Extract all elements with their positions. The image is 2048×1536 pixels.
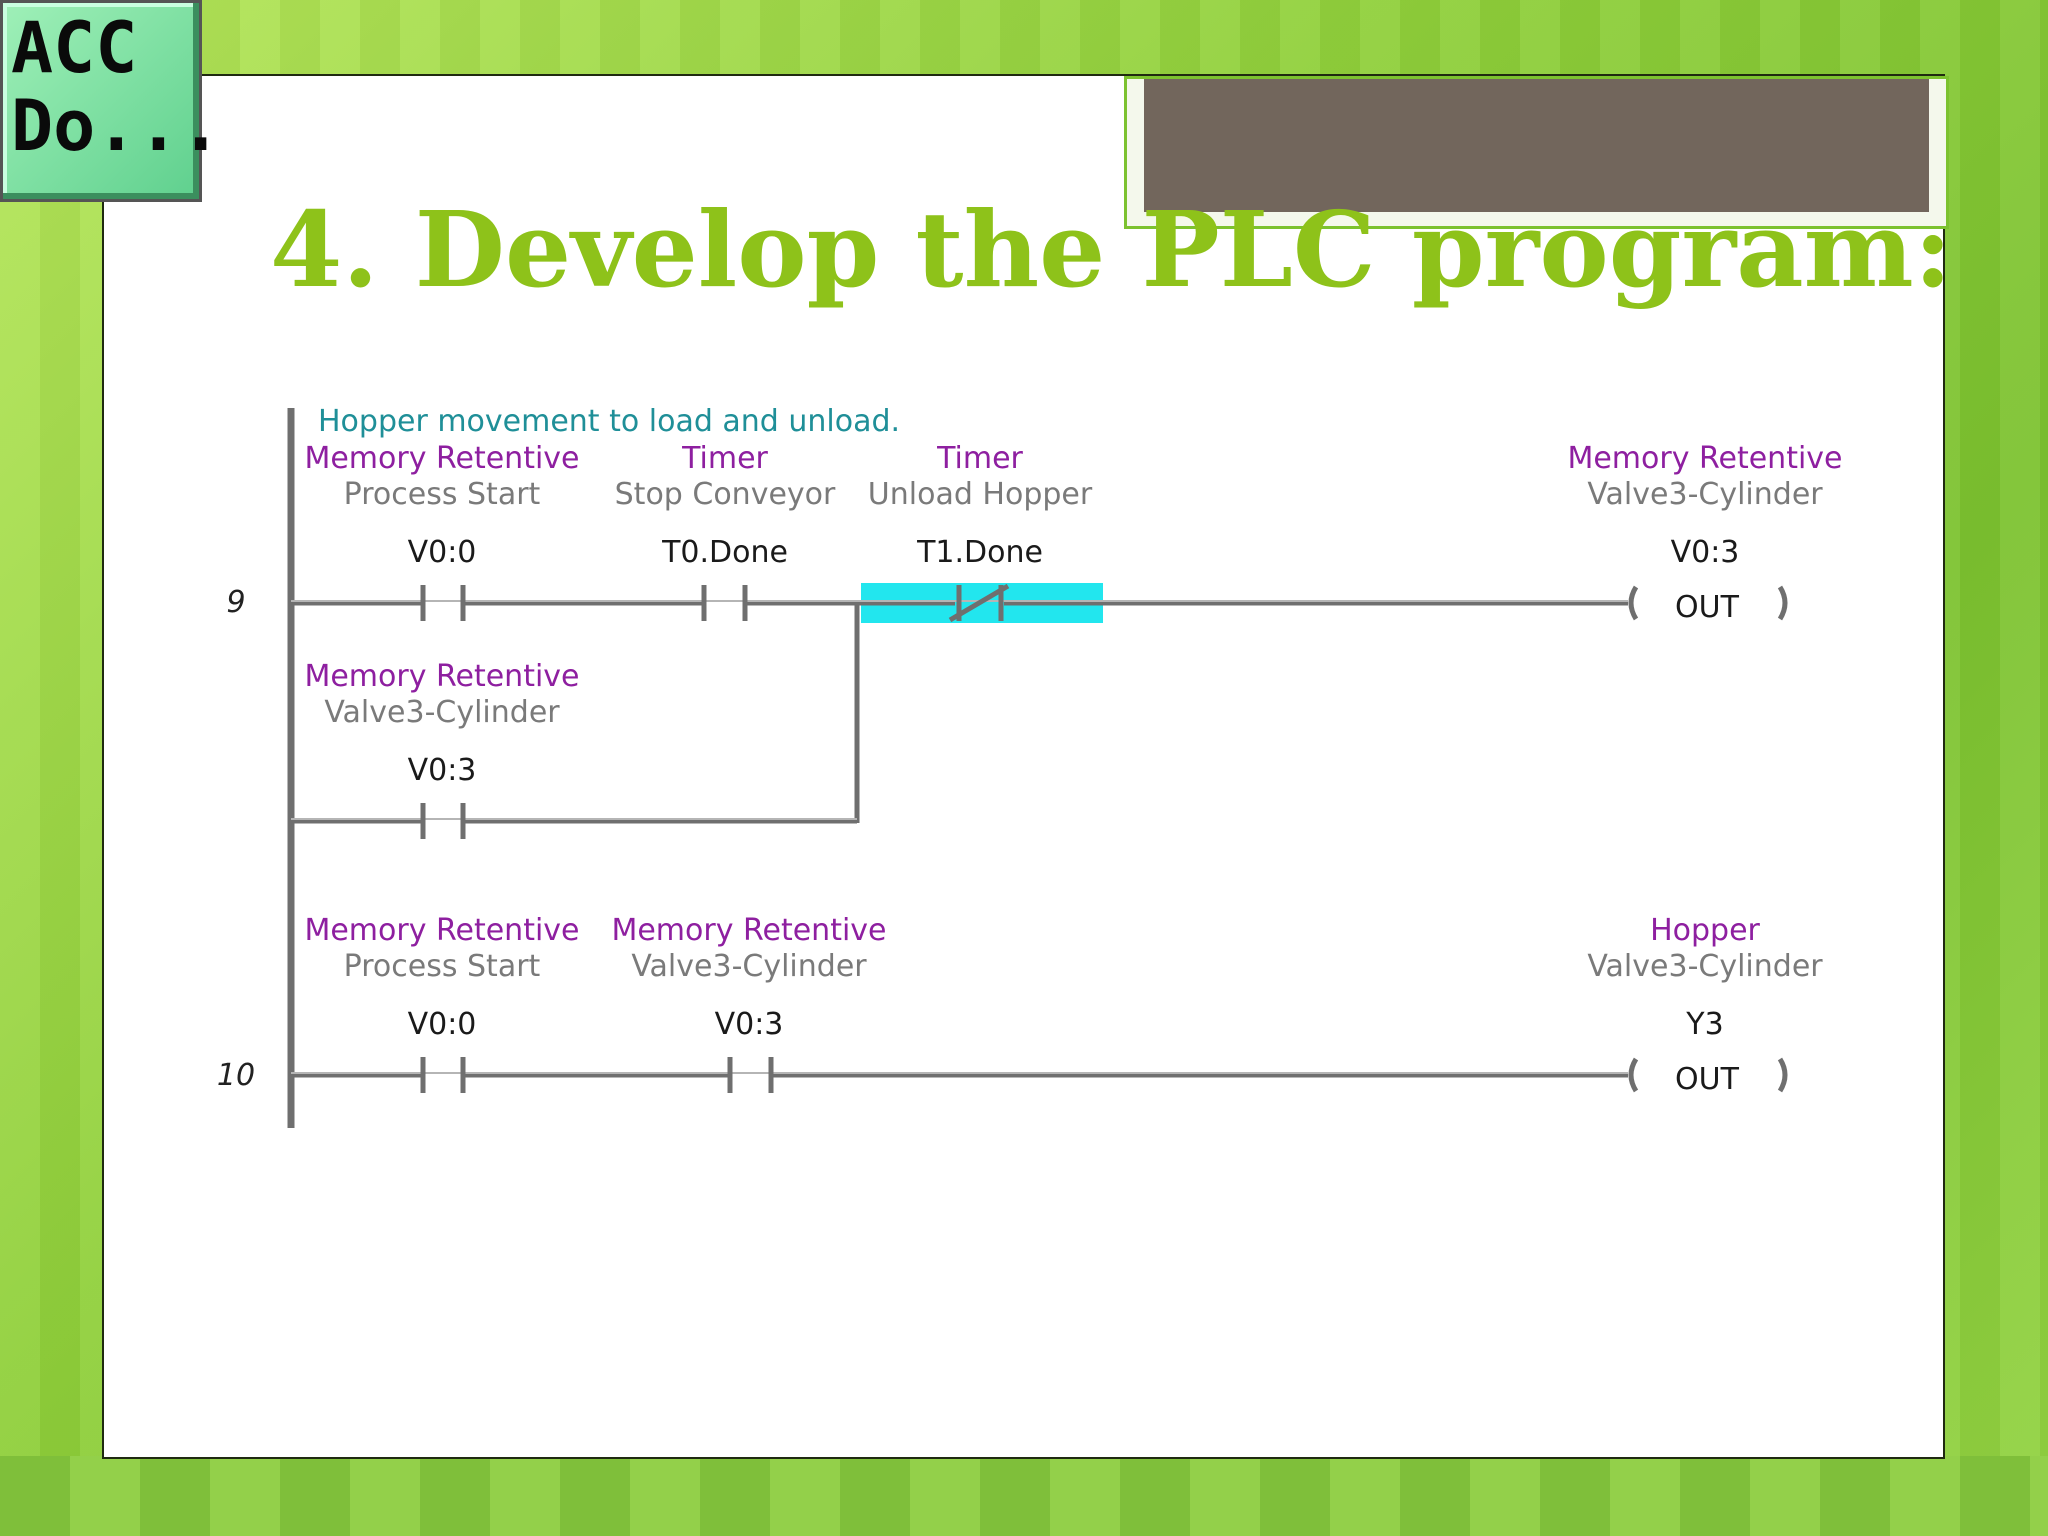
branch-wire [291,603,860,824]
coil-out-label: OUT [1675,1062,1740,1097]
acc-icon-line1: ACC [11,7,138,89]
contact-address-label: V0:3 [715,1007,784,1042]
acc-icon-label: ACC Do... [11,7,222,165]
contact-type-label: Timer [936,441,1023,476]
branch-address-label: V0:3 [408,753,477,788]
contact-desc-label: Process Start [344,477,541,512]
header-decoration [1124,76,1949,229]
contact-address-label: T1.Done [916,535,1043,570]
acc-icon-line2: Do... [11,85,222,167]
contact-desc-label: Valve3-Cylinder [631,949,867,984]
contact-desc-label: Process Start [344,949,541,984]
rung-10-wire [291,1072,1628,1078]
slide-panel [102,74,1949,1459]
branch-type-label: Memory Retentive [304,659,579,694]
contact-desc-label: Unload Hopper [868,477,1093,512]
background-footer-band [0,1456,2048,1536]
branch-desc-label: Valve3-Cylinder [324,695,560,730]
nc-contact-t1-done[interactable] [948,583,1010,623]
output-coil-v0-3[interactable] [1628,585,1788,621]
contact-address-label: V0:0 [408,535,477,570]
header-bar [1144,79,1929,212]
contact-address-label: T0.Done [661,535,788,570]
rung-comment: Hopper movement to load and unload. [318,404,900,439]
coil-address-label: V0:3 [1671,535,1740,570]
coil-type-label: Memory Retentive [1567,441,1842,476]
contact-type-label: Memory Retentive [304,441,579,476]
no-contact-v0-0-rung10[interactable] [420,1057,466,1093]
coil-desc-label: Valve3-Cylinder [1587,477,1823,512]
acc-document-icon[interactable]: ACC Do... [0,0,222,202]
coil-type-label: Hopper [1650,913,1760,948]
coil-out-label: OUT [1675,590,1740,625]
contact-desc-label: Stop Conveyor [615,477,836,512]
output-coil-y3[interactable] [1628,1057,1788,1093]
coil-address-label: Y3 [1685,1007,1723,1042]
rung-number-9: 9 [226,585,245,620]
slide-title: 4. Develop the PLC program: [270,188,1953,311]
contact-type-label: Memory Retentive [611,913,886,948]
no-contact-v0-3-rung10[interactable] [727,1057,774,1093]
no-contact-v0-0[interactable] [420,585,466,621]
no-contact-t0-done[interactable] [701,585,748,621]
no-contact-v0-3-branch[interactable] [420,803,466,839]
contact-type-label: Memory Retentive [304,913,579,948]
contact-type-label: Timer [681,441,768,476]
rung-number-10: 10 [217,1058,255,1093]
coil-desc-label: Valve3-Cylinder [1587,949,1823,984]
contact-address-label: V0:0 [408,1007,477,1042]
